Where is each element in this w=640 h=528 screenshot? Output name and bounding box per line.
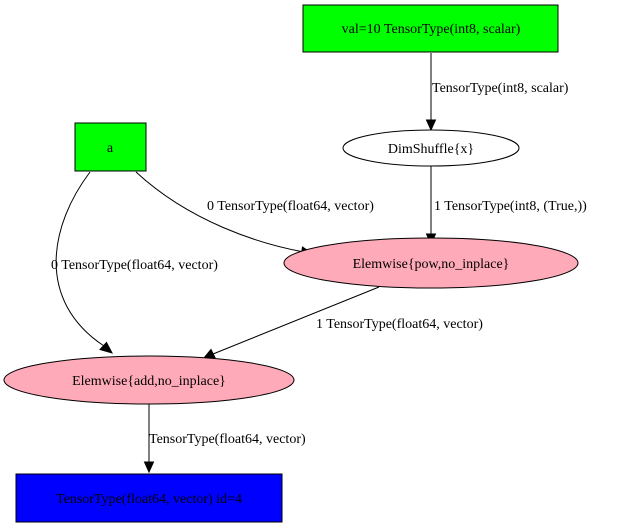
node-output-box — [15, 473, 283, 523]
edge-label-add-to-output: TensorType(float64, vector) — [149, 432, 306, 447]
node-elemwise-add-label: Elemwise{add,no_inplace} — [72, 374, 226, 389]
node-output-label: TensorType(float64, vector) id=4 — [56, 492, 242, 507]
node-dimshuffle-shape — [342, 129, 520, 167]
edge-label-dimshuffle-to-pow: 1 TensorType(int8, (True,)) — [434, 199, 587, 214]
node-elemwise-pow: Elemwise{pow,no_inplace} — [283, 237, 579, 289]
node-elemwise-pow-shape — [283, 237, 579, 289]
edge-add-to-output — [143, 404, 155, 474]
edge-label-a-to-add: 0 TensorType(float64, vector) — [51, 258, 218, 273]
node-val: val=10 TensorType(int8, scalar) — [302, 4, 559, 53]
node-elemwise-add-shape — [3, 355, 295, 405]
node-output: TensorType(float64, vector) id=4 — [15, 473, 283, 523]
node-a-label: a — [107, 141, 114, 156]
node-a: a — [74, 122, 147, 172]
edge-label-a-to-pow: 0 TensorType(float64, vector) — [207, 199, 374, 214]
node-dimshuffle: DimShuffle{x} — [342, 129, 520, 167]
node-elemwise-add: Elemwise{add,no_inplace} — [3, 355, 295, 405]
node-a-box — [74, 122, 147, 172]
node-dimshuffle-label: DimShuffle{x} — [388, 142, 474, 157]
edge-val-to-dimshuffle — [425, 53, 437, 132]
edge-label-val-to-dimshuffle: TensorType(int8, scalar) — [432, 81, 569, 96]
node-val-label: val=10 TensorType(int8, scalar) — [342, 22, 521, 37]
edge-label-pow-to-add: 1 TensorType(float64, vector) — [316, 317, 483, 332]
edge-a-to-pow — [135, 171, 315, 258]
node-elemwise-pow-label: Elemwise{pow,no_inplace} — [353, 257, 510, 272]
node-val-box — [302, 4, 559, 53]
edge-a-to-add — [55, 171, 113, 354]
